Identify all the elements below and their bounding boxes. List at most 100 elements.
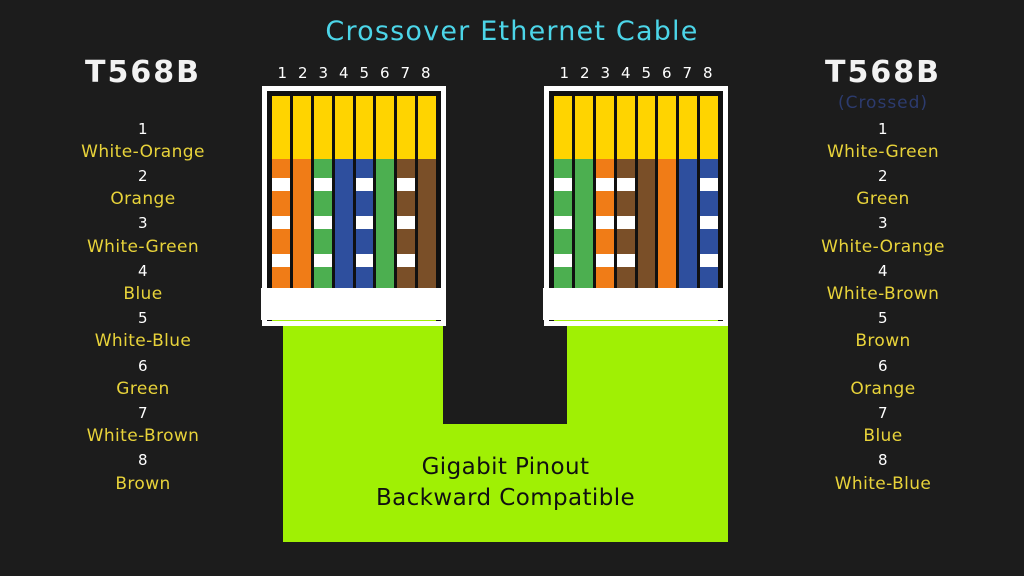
connector-pin-number: 7 bbox=[400, 64, 411, 82]
wire-stripe bbox=[355, 216, 374, 229]
wire-insulation bbox=[272, 159, 290, 288]
wire-stripe bbox=[272, 216, 290, 229]
wire-stripe bbox=[397, 254, 416, 267]
connector-frame bbox=[262, 86, 446, 326]
pin-color-name: White-Brown bbox=[86, 426, 200, 447]
wire-insulation bbox=[292, 159, 311, 288]
gold-contact bbox=[397, 96, 416, 159]
wire-stripe bbox=[554, 254, 572, 267]
wire-pin-7 bbox=[679, 96, 698, 288]
pin-color-name: White-Green bbox=[86, 236, 200, 257]
connector-pin-number: 7 bbox=[682, 64, 693, 82]
pin-number: 1 bbox=[137, 119, 149, 138]
pin-number: 7 bbox=[137, 404, 149, 423]
gold-contact bbox=[292, 96, 311, 159]
pin-color-name: Brown bbox=[115, 473, 171, 494]
right-wire-bundle bbox=[554, 96, 718, 288]
pin-number: 6 bbox=[137, 356, 149, 375]
wire-insulation bbox=[397, 159, 416, 288]
connector-pin-number: 3 bbox=[600, 64, 611, 82]
pin-color-name: White-Orange bbox=[821, 236, 945, 257]
wire-pin-8 bbox=[700, 96, 718, 288]
pin-color-name: Blue bbox=[123, 284, 163, 305]
connector-boot-band bbox=[261, 288, 441, 320]
wire-stripe bbox=[595, 216, 614, 229]
wire-stripe bbox=[700, 254, 718, 267]
rj45-connector-left bbox=[261, 86, 446, 326]
connector-body bbox=[549, 91, 723, 321]
pin-number: 3 bbox=[137, 214, 149, 233]
left-wire-bundle bbox=[272, 96, 436, 288]
wire-stripe bbox=[397, 178, 416, 191]
pin-number: 8 bbox=[137, 451, 149, 470]
gold-contact bbox=[272, 96, 290, 159]
wire-insulation bbox=[700, 159, 718, 288]
pin-color-name: Orange bbox=[110, 189, 176, 210]
wire-stripe bbox=[313, 178, 332, 191]
gold-contact bbox=[637, 96, 656, 159]
wire-pin-6 bbox=[658, 96, 677, 288]
wire-stripe bbox=[313, 216, 332, 229]
wire-pin-7 bbox=[397, 96, 416, 288]
wire-stripe bbox=[272, 178, 290, 191]
gold-contact bbox=[679, 96, 698, 159]
connector-pin-number: 3 bbox=[318, 64, 329, 82]
gold-contact bbox=[554, 96, 572, 159]
cable-jacket-bridge bbox=[283, 424, 728, 542]
wire-pin-5 bbox=[355, 96, 374, 288]
wire-stripe bbox=[595, 254, 614, 267]
wire-insulation bbox=[418, 159, 436, 288]
wire-pin-1 bbox=[272, 96, 290, 288]
wire-pin-4 bbox=[334, 96, 353, 288]
wire-pin-4 bbox=[616, 96, 635, 288]
wire-stripe bbox=[355, 254, 374, 267]
wire-stripe bbox=[595, 178, 614, 191]
cable-caption-line2: Backward Compatible bbox=[375, 485, 636, 512]
pin-color-name: Green bbox=[856, 189, 910, 210]
wire-stripe bbox=[554, 216, 572, 229]
wire-insulation bbox=[574, 159, 593, 288]
wire-insulation bbox=[595, 159, 614, 288]
connector-pin-number: 6 bbox=[661, 64, 672, 82]
pin-color-name: White-Blue bbox=[834, 473, 932, 494]
wire-stripe bbox=[616, 254, 635, 267]
connector-pin-number: 8 bbox=[420, 64, 431, 82]
pin-color-name: White-Brown bbox=[826, 284, 940, 305]
pin-number: 2 bbox=[137, 166, 149, 185]
gold-contact bbox=[355, 96, 374, 159]
pin-number: 4 bbox=[137, 261, 149, 280]
connector-pin-number: 1 bbox=[559, 64, 570, 82]
wire-insulation bbox=[376, 159, 395, 288]
wire-pin-3 bbox=[595, 96, 614, 288]
right-standard-label: T568B bbox=[825, 55, 941, 90]
connector-boot-band bbox=[543, 288, 723, 320]
gold-contact bbox=[313, 96, 332, 159]
gold-contact bbox=[700, 96, 718, 159]
connector-pin-number: 4 bbox=[338, 64, 349, 82]
pin-color-name: White-Orange bbox=[81, 141, 205, 162]
pin-number: 5 bbox=[877, 309, 889, 328]
wire-pin-2 bbox=[574, 96, 593, 288]
pin-color-name: Orange bbox=[850, 378, 916, 399]
left-standard-label: T568B bbox=[85, 55, 201, 90]
wire-insulation bbox=[334, 159, 353, 288]
connector-pin-number: 6 bbox=[379, 64, 390, 82]
pin-color-name: Brown bbox=[855, 331, 911, 352]
wire-stripe bbox=[355, 178, 374, 191]
wire-pin-6 bbox=[376, 96, 395, 288]
pin-number: 7 bbox=[877, 404, 889, 423]
connector-pin-number: 5 bbox=[641, 64, 652, 82]
wire-stripe bbox=[616, 216, 635, 229]
connector-frame bbox=[544, 86, 728, 326]
pin-number: 8 bbox=[877, 451, 889, 470]
rj45-connector-right bbox=[543, 86, 728, 326]
wire-stripe bbox=[397, 216, 416, 229]
gold-contact bbox=[376, 96, 395, 159]
pin-color-name: White-Green bbox=[826, 141, 940, 162]
wire-pin-3 bbox=[313, 96, 332, 288]
